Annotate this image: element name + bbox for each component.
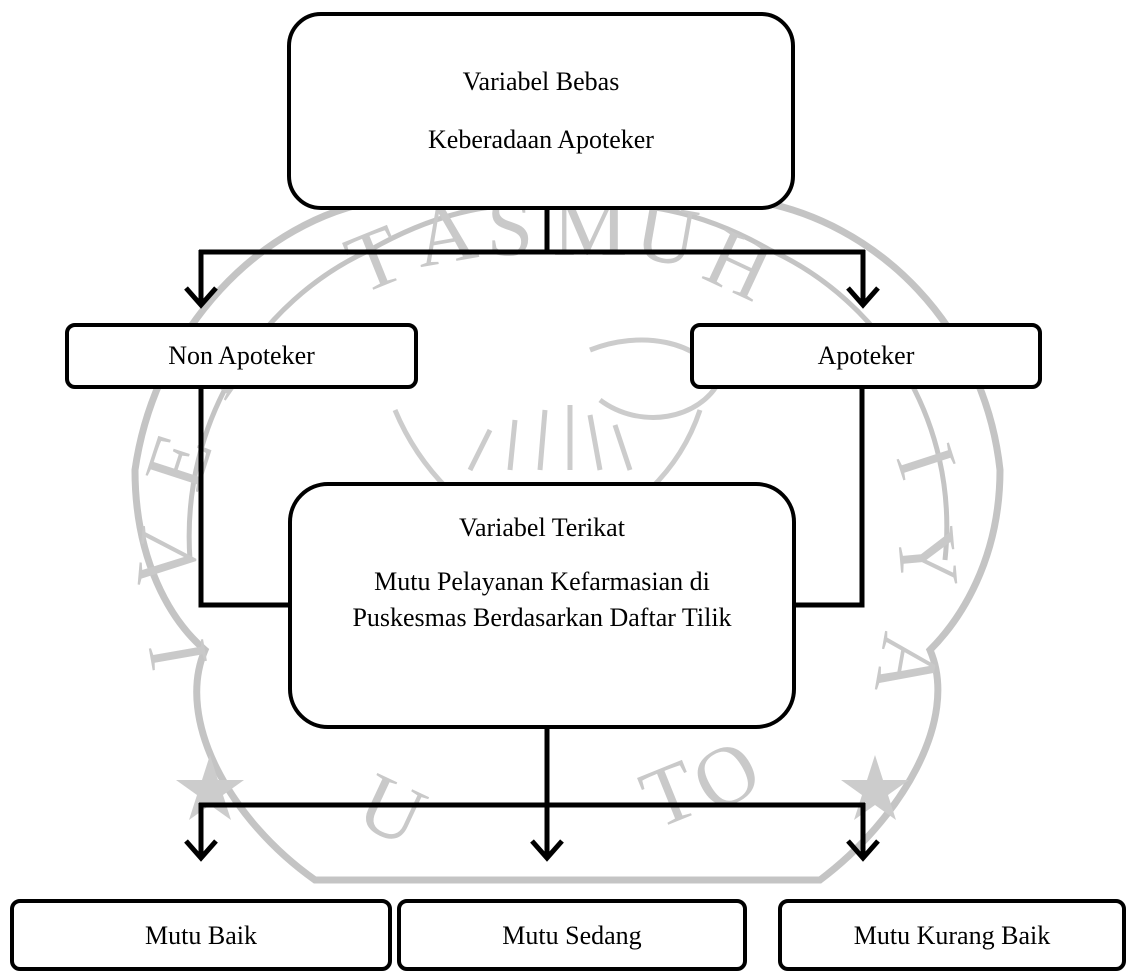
outcome-mutu-sedang-label: Mutu Sedang (502, 921, 642, 950)
svg-text:Y: Y (878, 523, 976, 592)
outcome-mutu-kurang-baik-label: Mutu Kurang Baik (853, 921, 1051, 950)
arrowhead-mutu-sedang (530, 839, 564, 862)
outcome-mutu-baik-box: Mutu Baik (10, 899, 392, 971)
apoteker-label: Apoteker (817, 341, 915, 371)
dependent-variable-title: Variabel Terikat (459, 513, 625, 542)
connector-apoteker-to-dependent (794, 387, 865, 608)
arrowhead-apoteker (846, 286, 880, 309)
dependent-variable-box: Variabel Terikat Mutu Pelayanan Kefarmas… (288, 482, 796, 729)
arrowhead-non-apoteker (184, 286, 218, 309)
outcome-mutu-sedang-box: Mutu Sedang (397, 899, 747, 971)
arrowhead-mutu-kurang-baik (846, 839, 880, 862)
connector-non-apoteker-to-dependent (198, 387, 290, 608)
apoteker-box: Apoteker (690, 323, 1042, 389)
non-apoteker-label: Non Apoteker (168, 341, 315, 371)
arrowhead-mutu-baik (184, 839, 218, 862)
non-apoteker-box: Non Apoteker (65, 323, 418, 389)
independent-variable-box: Variabel Bebas Keberadaan Apoteker (287, 12, 795, 210)
independent-variable-name: Keberadaan Apoteker (428, 125, 654, 154)
outcome-mutu-baik-label: Mutu Baik (145, 921, 257, 950)
dependent-variable-name: Mutu Pelayanan Kefarmasian di Puskesmas … (352, 566, 732, 632)
outcome-mutu-kurang-baik-box: Mutu Kurang Baik (778, 899, 1126, 971)
independent-variable-title: Variabel Bebas (462, 67, 620, 97)
